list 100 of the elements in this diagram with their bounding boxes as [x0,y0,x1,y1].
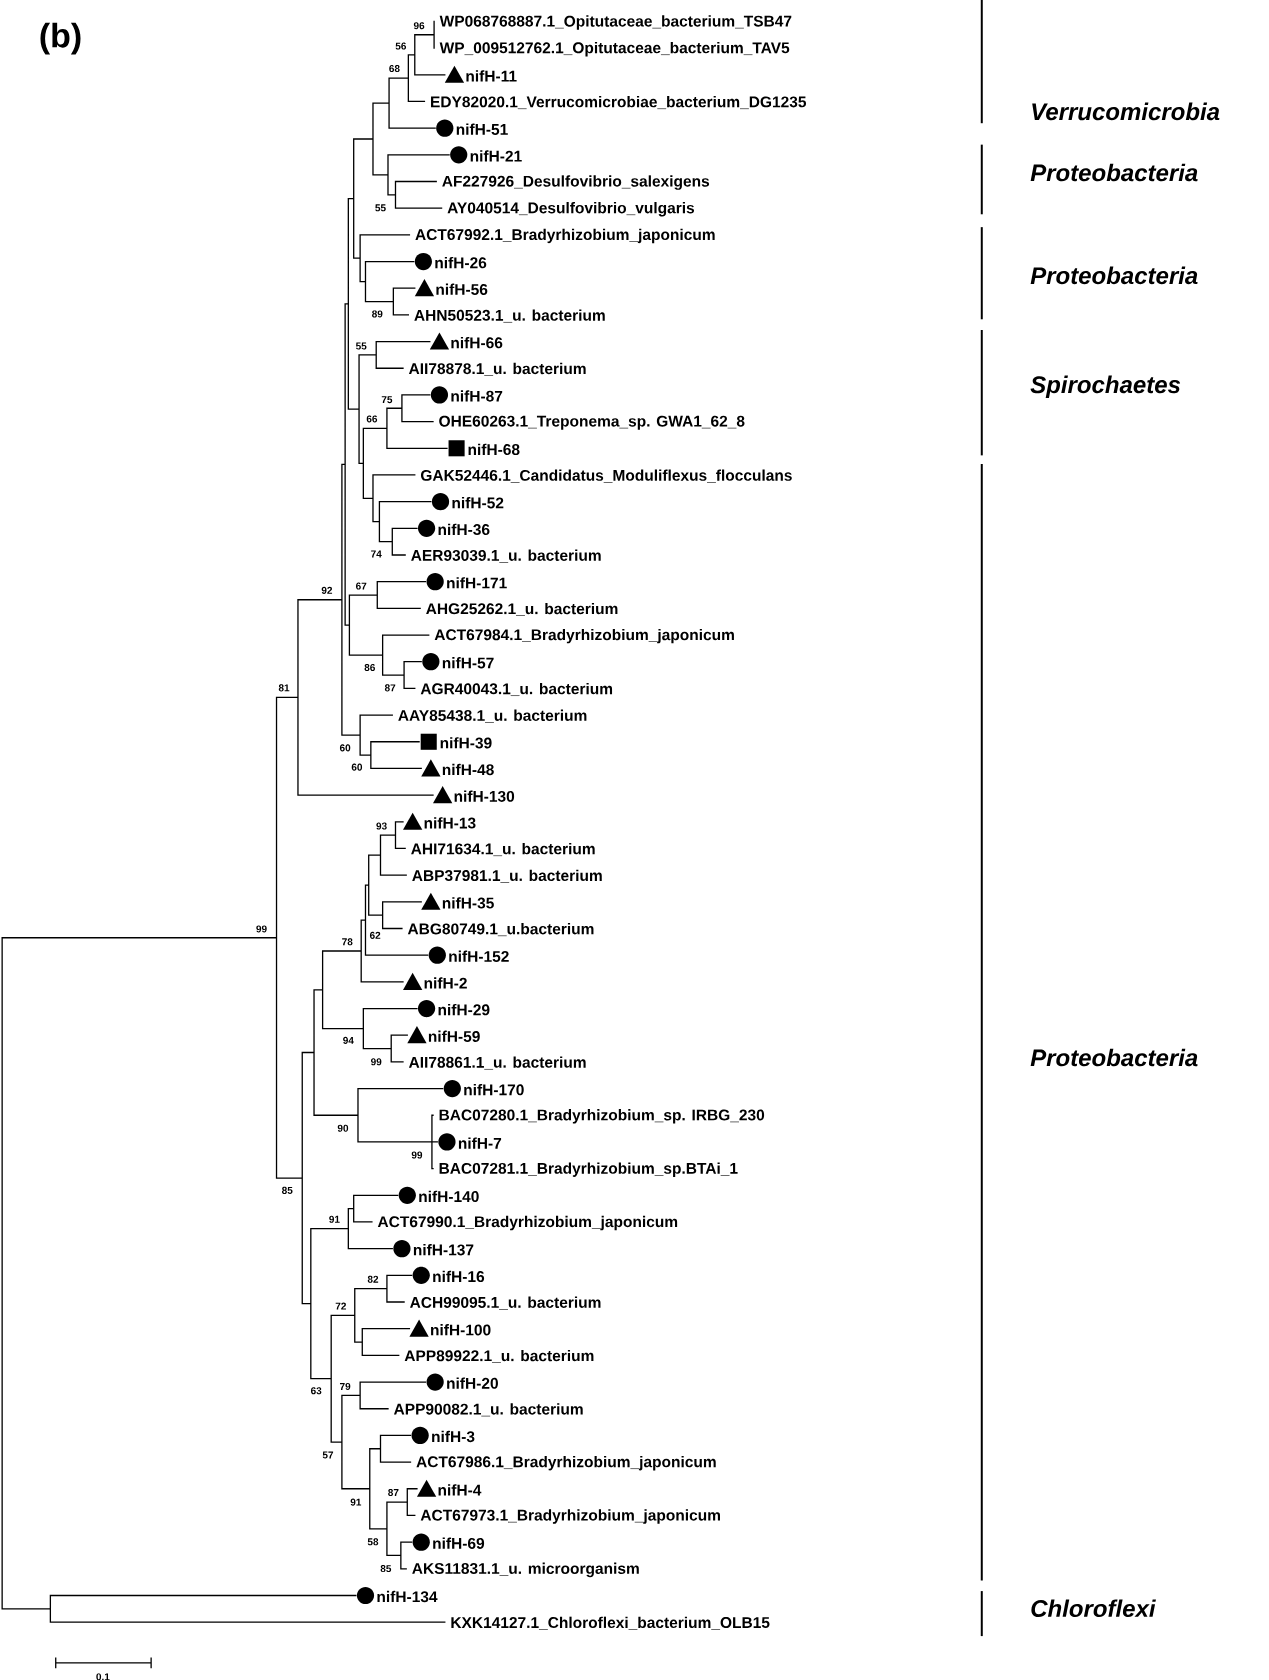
leaf-label: nifH-134 [377,1590,438,1603]
leaf-label: OHE60263.1_Treponema_sp. GWA1_62_8 [439,415,745,430]
leaf-label: nifH-100 [431,1324,491,1336]
leaf-label: ACT67992.1_Bradyrhizobium_japonicum [415,228,715,244]
panel-label: (b) [40,22,81,55]
bootstrap-value: 92 [321,586,333,594]
leaf-label: KXK14127.1_Chloroflexi_bacterium_OLB15 [451,1616,770,1630]
bootstrap-value: 74 [371,550,382,558]
leaf-label: AF227926_Desulfovibrio_salexigens [442,175,710,190]
clade-name: Proteobacteria [1030,1048,1198,1067]
leaf-label: WP068768887.1_Opitutaceae_bacterium_TSB47 [439,15,792,30]
clade-name: Chloroflexi [1031,1599,1156,1618]
leaf-label: nifH-171 [447,577,507,589]
leaf-label: nifH-152 [449,950,509,962]
leaf-label: GAK52446.1_Candidatus_Moduliflexus_flocculans [421,469,792,483]
leaf-label: nifH-69 [433,1537,485,1549]
leaf-label: nifH-68 [468,443,520,456]
bootstrap-value: 68 [389,65,400,73]
leaf-label: APP89922.1_u. bacterium [404,1349,594,1363]
leaf-label: nifH-66 [451,336,503,349]
leaf-label: ABG80749.1_u.bacterium [407,923,594,937]
leaf-label: nifH-36 [438,523,490,536]
leaf-label: AAY85438.1_u. bacterium [398,709,587,723]
bootstrap-value: 85 [380,1565,392,1573]
leaf-label: nifH-21 [470,150,522,162]
leaf-label: nifH-140 [419,1190,479,1203]
bootstrap-value: 91 [350,1498,362,1506]
leaf-label: ACT67986.1_Bradyrhizobium_japonicum [416,1455,716,1471]
bootstrap-value: 62 [369,931,381,939]
leaf-label: nifH-3 [432,1430,475,1443]
bootstrap-value: 78 [342,938,353,946]
leaf-label: WP_009512762.1_Opitutaceae_bacterium_TAV5 [439,41,790,57]
leaf-label: BAC07281.1_Bradyrhizobium_sp.BTAi_1 [439,1162,738,1177]
bootstrap-value: 99 [371,1058,382,1066]
leaf-label: nifH-7 [458,1137,502,1149]
bootstrap-value: 91 [329,1215,340,1223]
bootstrap-value: 90 [337,1124,349,1132]
bootstrap-value: 72 [335,1302,346,1310]
bootstrap-value: 93 [376,822,387,830]
leaf-label: APP90082.1_u. bacterium [393,1403,583,1417]
leaf-label: AHN50523.1_u. bacterium [414,309,605,323]
leaf-label: nifH-4 [438,1484,482,1496]
leaf-label: ACT67973.1_Bradyrhizobium_japonicum [420,1509,720,1524]
bootstrap-value: 82 [367,1275,379,1283]
leaf-label: EDY82020.1_Verrucomicrobiae_bacterium_DG1235 [431,96,807,110]
bootstrap-value: 85 [282,1186,293,1194]
leaf-label: nifH-29 [438,1003,490,1016]
bootstrap-value: 87 [384,684,396,692]
clade-name: Spirochaetes [1030,375,1181,398]
leaf-label: AHG25262.1_u. bacterium [426,602,618,616]
leaf-label: ACT67990.1_Bradyrhizobium_japonicum [377,1215,678,1231]
bootstrap-value: 75 [381,396,393,404]
leaf-label: AY040514_Desulfovibrio_vulgaris [447,202,695,217]
bootstrap-value: 66 [366,415,378,423]
bootstrap-value: 99 [411,1151,423,1159]
bootstrap-value: 58 [367,1538,379,1546]
leaf-label: AII78861.1_u. bacterium [408,1056,586,1070]
bootstrap-value: 56 [395,42,407,50]
leaf-label: nifH-11 [466,70,517,82]
bootstrap-value: 86 [364,663,375,672]
leaf-label: ABP37981.1_u. bacterium [412,869,602,883]
clade-name: Proteobacteria [1030,266,1198,285]
scale-label: 0.1 [96,1673,110,1680]
leaf-label: nifH-137 [413,1244,474,1256]
bootstrap-value: 57 [322,1451,334,1459]
leaf-label: BAC07280.1_Bradyrhizobium_sp. IRBG_230 [439,1109,765,1124]
leaf-label: nifH-170 [464,1083,524,1096]
clade-name: Verrucomicrobia [1032,102,1220,121]
leaf-label: nifH-130 [454,790,515,802]
leaf-label: nifH-39 [440,737,492,749]
leaf-label: nifH-35 [442,897,494,909]
leaf-label: nifH-20 [447,1377,498,1389]
bootstrap-value: 87 [388,1489,399,1497]
leaf-label: ACH99095.1_u. bacterium [410,1296,601,1310]
bootstrap-value: 60 [351,763,363,771]
leaf-label: nifH-48 [442,763,494,776]
leaf-label: nifH-16 [433,1270,485,1283]
leaf-label: AKS11831.1_u. microorganism [412,1562,639,1578]
leaf-label: nifH-13 [424,817,476,829]
bootstrap-value: 67 [356,582,367,590]
leaf-label: nifH-56 [436,283,488,295]
leaf-label: AII78878.1_u. bacterium [408,362,586,376]
bootstrap-value: 94 [343,1036,354,1044]
leaf-label: nifH-2 [424,977,467,989]
bootstrap-value: 81 [278,684,290,692]
bootstrap-value: 55 [375,204,386,212]
leaf-label: AER93039.1_u. bacterium [411,549,601,563]
clade-name: Proteobacteria [1030,163,1198,182]
bootstrap-value: 79 [340,1382,351,1390]
bootstrap-value: 63 [311,1387,322,1395]
leaf-label: nifH-51 [456,123,508,135]
bootstrap-value: 99 [256,925,267,933]
leaf-label: nifH-57 [442,657,494,669]
leaf-label: AHI71634.1_u. bacterium [411,843,595,857]
bootstrap-value: 89 [372,310,383,318]
bootstrap-value: 55 [355,342,367,350]
bootstrap-value: 60 [339,744,351,752]
leaf-label: nifH-26 [435,256,487,269]
leaf-label: nifH-59 [428,1030,480,1042]
bootstrap-value: 96 [413,22,425,30]
